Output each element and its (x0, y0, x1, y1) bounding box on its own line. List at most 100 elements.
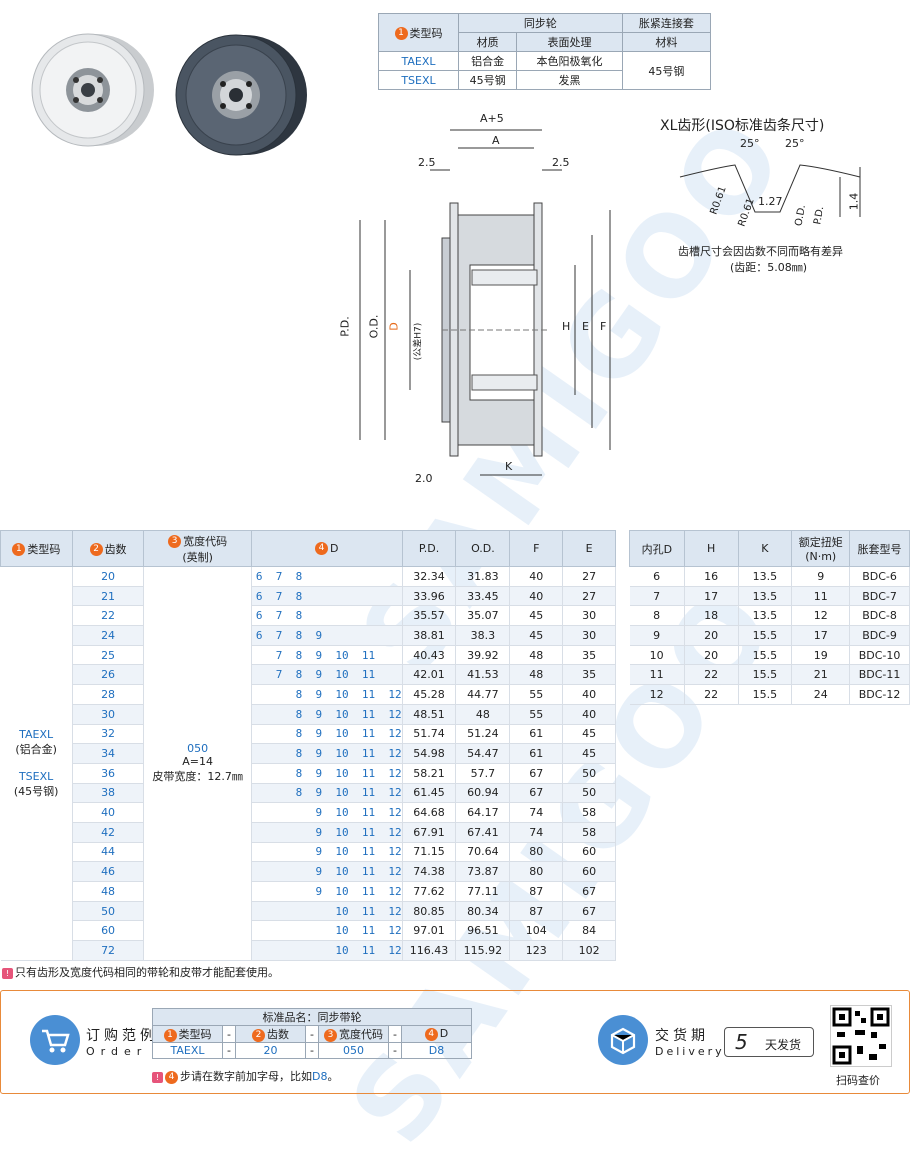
od-cell: 31.83 (455, 566, 511, 587)
teeth-cell: 28 (72, 684, 145, 705)
d-cell: 9 10 11 12 (251, 881, 403, 902)
header-width-sub: (英制) (182, 550, 213, 564)
header-bushing-material: 材料 (621, 32, 712, 52)
surface: 本色阳极氧化 (516, 51, 623, 71)
qr-code-icon[interactable] (830, 1005, 892, 1067)
header-bushing: 胀紧连接套 (621, 13, 712, 33)
delivery-title: 交货期 (655, 1028, 709, 1044)
order-h-type: 类型码 (178, 1028, 212, 1041)
dim-a-plus: A+5 (480, 112, 504, 125)
od-cell: 44.77 (455, 684, 511, 705)
f-cell: 80 (509, 861, 564, 882)
f-cell: 74 (509, 802, 564, 823)
f-cell: 55 (509, 684, 564, 705)
od-cell: 38.3 (455, 625, 511, 646)
pd-cell: 51.74 (402, 724, 457, 745)
bushing-t-cell: 11 (791, 586, 851, 607)
e-cell: 40 (562, 684, 616, 705)
dim-gap-right: 2.5 (552, 156, 570, 169)
dim-od: O.D. (367, 314, 381, 339)
header-pd: P.D. (401, 530, 457, 567)
dash: - (304, 1025, 319, 1043)
e-cell: 45 (562, 743, 616, 764)
e-cell: 27 (562, 566, 616, 587)
dash: - (387, 1042, 402, 1059)
d-cell: 6 7 8 (251, 566, 403, 587)
teeth-cell: 34 (72, 743, 145, 764)
dim-pd: P.D. (338, 316, 352, 337)
od-cell: 48 (455, 704, 511, 725)
bushing-material: 45号钢 (621, 51, 712, 90)
delivery-badge: 5 天发货 (724, 1027, 814, 1057)
header-bore: 内孔D (629, 530, 685, 567)
pd-cell: 42.01 (402, 664, 457, 686)
d-cell: 10 11 12 (251, 940, 403, 961)
pd-cell: 77.62 (402, 881, 457, 902)
od-cell: 60.94 (455, 783, 511, 804)
type-2-material: (45号钢) (13, 784, 59, 798)
d-cell: 7 8 9 10 11 (251, 645, 403, 666)
od-cell: 115.92 (455, 940, 511, 961)
header-type: 类型码 (409, 26, 443, 40)
f-cell: 40 (509, 566, 564, 587)
header-k: K (737, 530, 793, 567)
bushing-t-cell: 21 (791, 664, 851, 686)
pd-cell: 45.28 (402, 684, 457, 705)
f-cell: 48 (509, 645, 564, 666)
dash: - (222, 1025, 236, 1043)
od-cell: 67.41 (455, 822, 511, 843)
teeth-cell: 22 (72, 605, 145, 627)
od-cell: 80.34 (455, 901, 511, 922)
tooth-note: 齿槽尺寸会因齿数不同而略有差异 (678, 245, 843, 258)
e-cell: 27 (562, 586, 616, 607)
material: 45号钢 (457, 70, 518, 90)
od-cell: 54.47 (455, 743, 511, 764)
bushing-d-cell: 12 (629, 684, 685, 705)
f-cell: 61 (509, 724, 564, 745)
d-cell: 8 9 10 11 12 (251, 704, 403, 725)
bushing-h-cell: 17 (684, 586, 739, 607)
d-cell: 10 11 12 (251, 901, 403, 922)
dash: - (387, 1025, 402, 1043)
d-cell: 8 9 10 11 12 (251, 743, 403, 764)
type-code: TAEXL (378, 51, 459, 71)
header-surface: 表面处理 (516, 32, 623, 52)
header-model: 胀套型号 (849, 530, 910, 567)
f-cell: 45 (509, 605, 564, 627)
od-cell: 33.45 (455, 586, 511, 607)
d-cell: 8 9 10 11 12 (251, 724, 403, 745)
order-title: 订购范例 (86, 1028, 158, 1044)
e-cell: 50 (562, 763, 616, 784)
d-cell: 9 10 11 12 (251, 842, 403, 863)
d-cell: 8 9 10 11 12 (251, 684, 403, 705)
pd-cell: 61.45 (402, 783, 457, 804)
bushing-t-cell: 24 (791, 684, 851, 705)
dim-f: F (600, 320, 607, 333)
f-cell: 104 (509, 920, 564, 942)
tooth-angle-1: 25° (740, 137, 760, 150)
od-cell: 57.7 (455, 763, 511, 784)
bushing-h-cell: 22 (684, 684, 739, 705)
bushing-m-cell: BDC-11 (849, 664, 910, 686)
dim-d-tolerance: (公差H7) (413, 322, 424, 361)
dim-bottom-gap: 2.0 (415, 472, 433, 485)
od-cell: 96.51 (455, 920, 511, 942)
d-cell: 6 7 8 9 (251, 625, 403, 646)
f-cell: 55 (509, 704, 564, 725)
width-code: 050 (187, 742, 209, 756)
order-title-en: Order (86, 1045, 148, 1058)
teeth-cell: 50 (72, 901, 145, 922)
f-cell: 40 (509, 586, 564, 607)
type-1-material: (铝合金) (15, 742, 57, 756)
order-std-name: 标准品名：同步带轮 (152, 1008, 472, 1026)
